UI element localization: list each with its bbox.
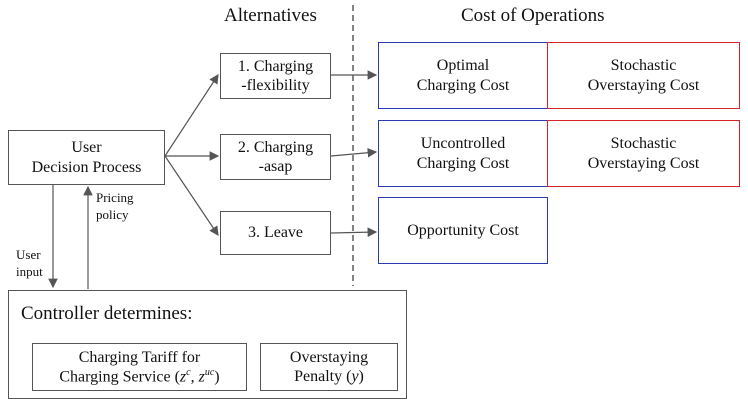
stochastic2-line1: Stochastic [610,135,677,153]
arrow-alt3-to-cost [330,227,378,237]
uncontrolled-line1: Uncontrolled [420,135,506,153]
arrow-alt2-to-cost [330,147,378,158]
stochastic1-line2: Overstaying Cost [587,76,700,94]
stochastic1-line1: Stochastic [610,57,677,75]
user-input-line1: User [16,247,41,262]
stochastic-overstaying-cost-box-2: Stochastic Overstaying Cost [547,120,740,187]
tariff-line1: Charging Tariff for [78,348,201,366]
alternatives-header: Alternatives [224,5,317,26]
alt3-line1: 3. Leave [247,224,304,242]
optimal-charging-cost-box: Optimal Charging Cost [378,42,548,109]
controller-box: Controller determines: Charging Tariff f… [8,290,407,399]
charging-tariff-box: Charging Tariff for Charging Service (zc… [32,343,247,391]
user-box-line2: Decision Process [31,158,142,176]
penalty-line1: Overstaying [289,348,369,366]
user-box-line1: User [71,139,102,157]
tariff-symbol-zc: z [179,368,187,386]
penalty-symbol-y: y [351,368,359,385]
pricing-line1: Pricing [96,190,134,205]
stochastic-overstaying-cost-box-1: Stochastic Overstaying Cost [547,42,740,109]
uncontrolled-line2: Charging Cost [416,154,510,172]
alternative-box-2: 2. Charging -asap [220,134,331,180]
pricing-line2: policy [96,206,129,222]
penalty-line2: Penalty (y) [294,368,364,385]
alternative-box-1: 1. Charging -flexibility [220,53,331,99]
overstaying-penalty-box: Overstaying Penalty (y) [260,343,398,391]
arrow-user-to-alt3 [164,155,219,236]
alt1-line1: 1. Charging [237,57,314,75]
alt2-line2: -asap [258,158,293,175]
opportunity-cost-box: Opportunity Cost [378,197,548,264]
cost-header: Cost of Operations [461,5,605,26]
controller-title: Controller determines: [21,303,193,324]
pricing-policy-label: Pricing policy [96,190,134,224]
alt2-line1: 2. Charging [237,138,314,156]
uncontrolled-charging-cost-box: Uncontrolled Charging Cost [378,120,548,187]
alternative-box-3: 3. Leave [220,211,331,255]
user-decision-box: User Decision Process [8,130,165,185]
opportunity-line1: Opportunity Cost [407,221,519,239]
tariff-line2: Charging Service (zc, zuc) [59,366,220,386]
tariff-symbol-zuc: z [198,368,205,386]
stochastic2-line2: Overstaying Cost [587,154,700,172]
optimal-line2: Charging Cost [416,76,510,94]
arrow-user-to-alt1 [164,73,219,157]
user-input-label: User input [16,247,43,281]
user-input-line2: input [16,263,43,279]
alt1-line2: -flexibility [241,77,310,94]
optimal-line1: Optimal [436,57,490,75]
